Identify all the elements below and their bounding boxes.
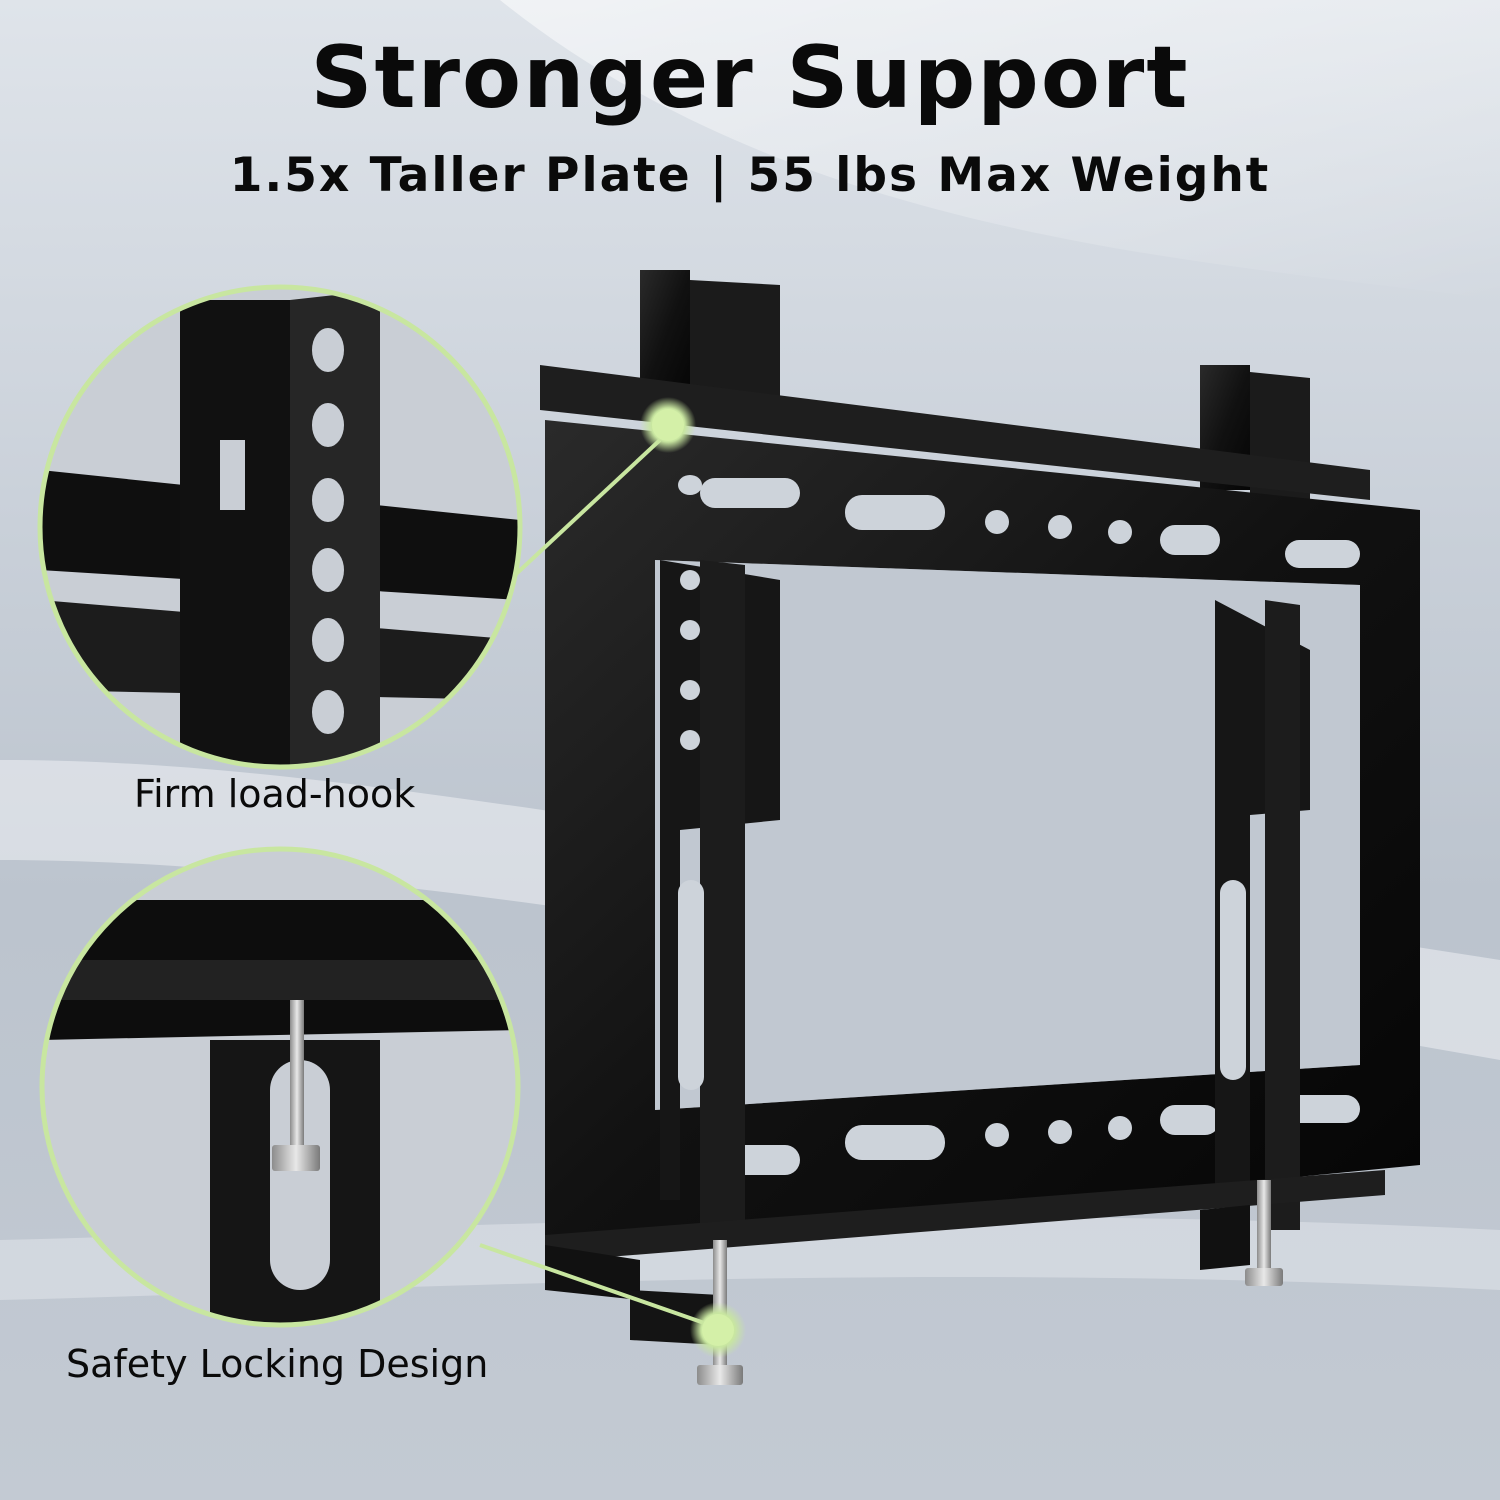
wall-mount-bracket [540,270,1420,1345]
safety-lock-zoom-content [42,850,518,1325]
callout-label-safety-lock: Safety Locking Design [66,1342,489,1386]
headline-subtitle: 1.5x Taller Plate | 55 lbs Max Weight [229,148,1271,203]
leader-line-hook [513,438,662,577]
leader-line-lock [479,1243,711,1327]
safety-lock-zoom-circle [39,846,521,1328]
headline-title: Stronger Support [310,28,1190,128]
load-hook-zoom-content [40,287,520,767]
load-hook-zoom-circle [37,284,523,770]
safety-bolt-right [1245,1180,1283,1286]
callout-label-load-hook: Firm load-hook [134,772,416,816]
